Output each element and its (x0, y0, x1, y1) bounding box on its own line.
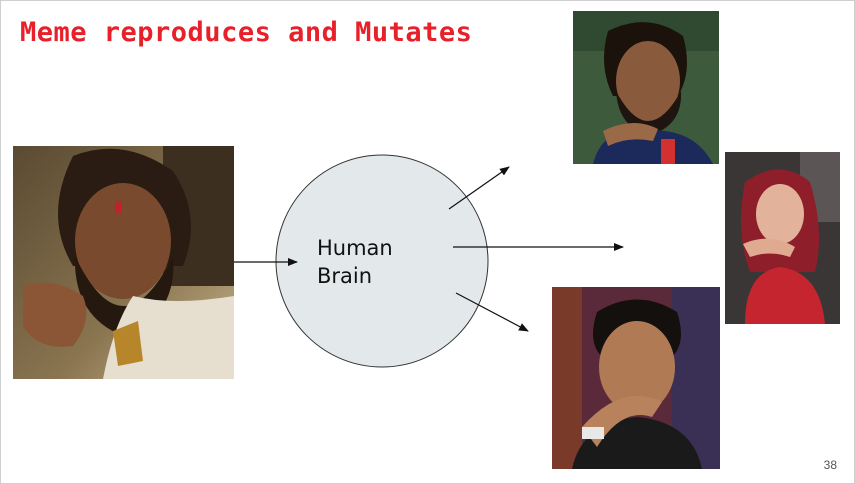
arrow-brain-to-bottom (455, 292, 529, 332)
variant-right-photo (725, 152, 840, 324)
page-number: 38 (823, 458, 837, 472)
man-chin-gesture-icon (552, 287, 720, 469)
variant-bottom-photo (552, 287, 720, 469)
movie-still-icon (13, 146, 234, 379)
source-meme-photo (13, 146, 234, 379)
brain-label-line-1: Human (317, 236, 393, 260)
arrow-brain-to-top (448, 166, 510, 210)
variant-top-photo (573, 11, 719, 164)
woman-chin-gesture-icon (725, 152, 840, 324)
brain-label-line-2: Brain (317, 264, 373, 288)
cricketer-chin-gesture-icon (573, 11, 719, 164)
human-brain-label: Human Brain (317, 234, 393, 290)
slide-title: Meme reproduces and Mutates (20, 17, 473, 48)
